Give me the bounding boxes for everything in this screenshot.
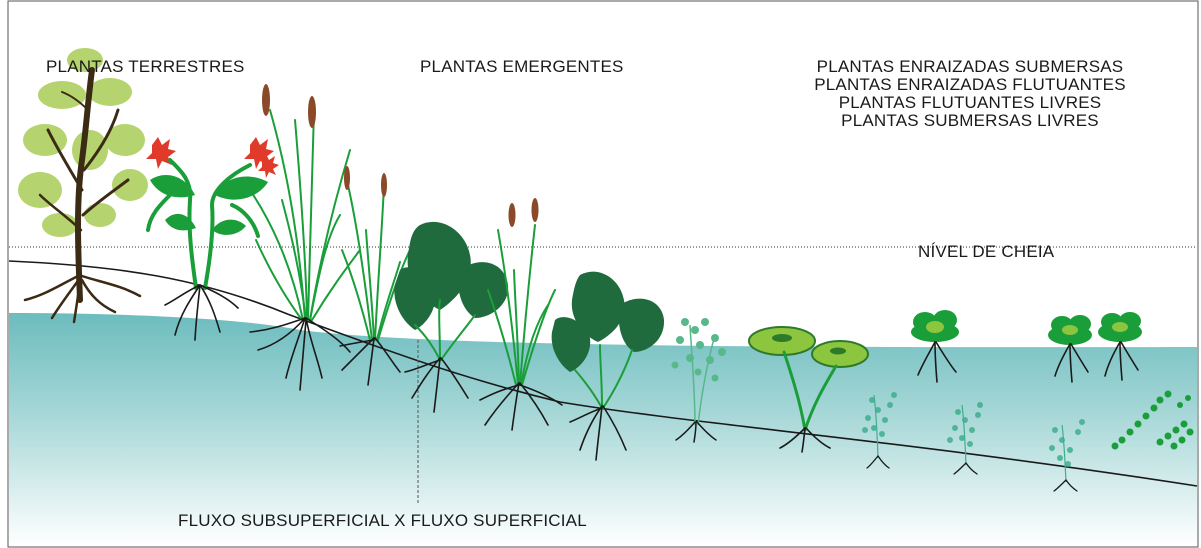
aquatic-groups-label: PLANTAS ENRAIZADAS SUBMERSAS PLANTAS ENR… <box>760 58 1180 130</box>
emergent-plants-label: PLANTAS EMERGENTES <box>420 58 624 76</box>
flood-level-label: NÍVEL DE CHEIA <box>918 243 1054 261</box>
rooted-floating-label: PLANTAS ENRAIZADAS FLUTUANTES <box>760 76 1180 94</box>
rooted-submerged-label: PLANTAS ENRAIZADAS SUBMERSAS <box>760 58 1180 76</box>
terrestrial-plants-label: PLANTAS TERRESTRES <box>46 58 245 76</box>
flow-type-label: FLUXO SUBSUPERFICIAL X FLUXO SUPERFICIAL <box>178 512 587 530</box>
free-floating-label: PLANTAS FLUTUANTES LIVRES <box>760 94 1180 112</box>
free-submerged-label: PLANTAS SUBMERSAS LIVRES <box>760 112 1180 130</box>
